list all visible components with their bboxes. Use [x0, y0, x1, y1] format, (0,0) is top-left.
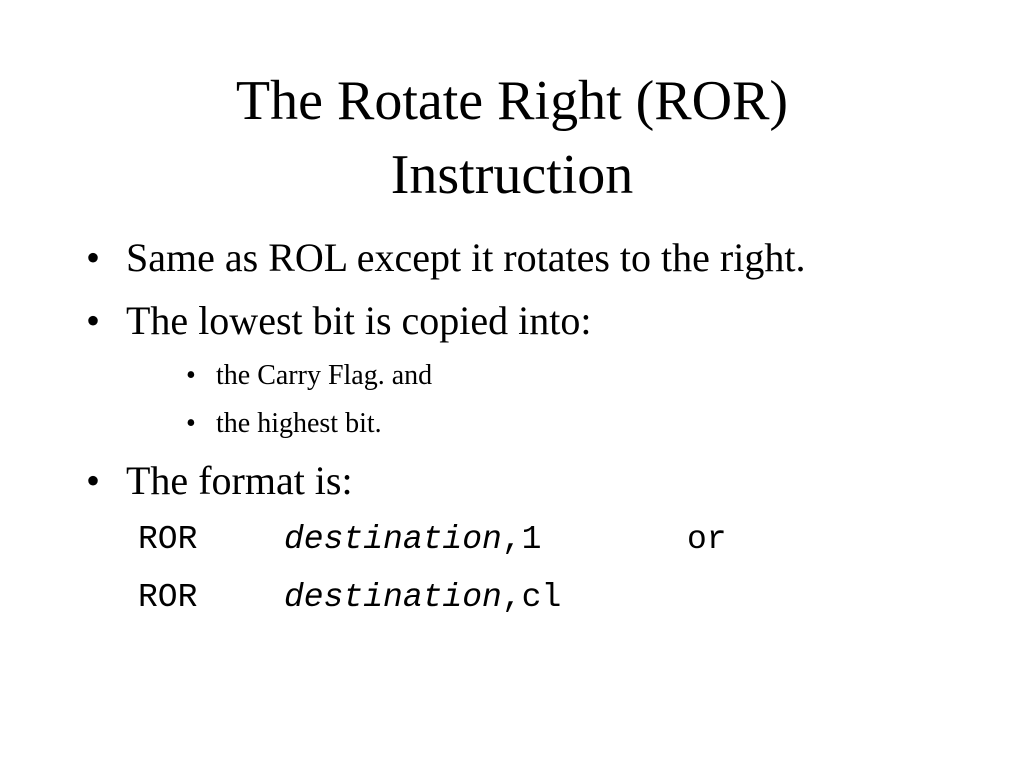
sub-bullet-text: the highest bit.: [216, 408, 382, 439]
slide-title: The Rotate Right (ROR) Instruction: [0, 64, 1024, 212]
slide-title-line-1: The Rotate Right (ROR): [235, 70, 789, 132]
bullet-item: • The lowest bit is copied into:: [86, 297, 592, 345]
code-operand-italic: destination: [284, 521, 502, 558]
bullet-item: • The format is:: [86, 457, 353, 505]
code-mnemonic: ROR: [138, 579, 198, 616]
code-operand: destination,cl: [284, 578, 561, 618]
bullet-item: • Same as ROL except it rotates to the r…: [86, 234, 806, 282]
bullet-dot-icon: •: [86, 298, 101, 343]
bullet-text: Same as ROL except it rotates to the rig…: [126, 235, 806, 280]
bullet-dot-icon: •: [186, 360, 196, 391]
code-mnemonic: ROR: [138, 521, 198, 558]
bullet-text: The lowest bit is copied into:: [126, 298, 592, 343]
code-operand-rest: ,cl: [501, 579, 562, 616]
bullet-text: The format is:: [126, 458, 353, 503]
sub-bullet-item: • the Carry Flag. and: [186, 359, 433, 393]
code-operand-italic: destination: [284, 579, 502, 616]
bullet-dot-icon: •: [186, 408, 196, 439]
code-operand-rest: ,1: [501, 521, 542, 558]
bullet-dot-icon: •: [86, 458, 101, 503]
sub-bullet-item: • the highest bit.: [186, 407, 382, 441]
code-trailing: or: [687, 521, 727, 558]
slide-title-line-2: Instruction: [390, 144, 634, 206]
bullet-dot-icon: •: [86, 235, 101, 280]
code-line: ROR destination,cl: [138, 578, 561, 738]
code-operand: destination,1: [284, 520, 541, 560]
sub-bullet-text: the Carry Flag. and: [216, 360, 433, 391]
code-line: ROR destination,1 or: [138, 520, 727, 720]
